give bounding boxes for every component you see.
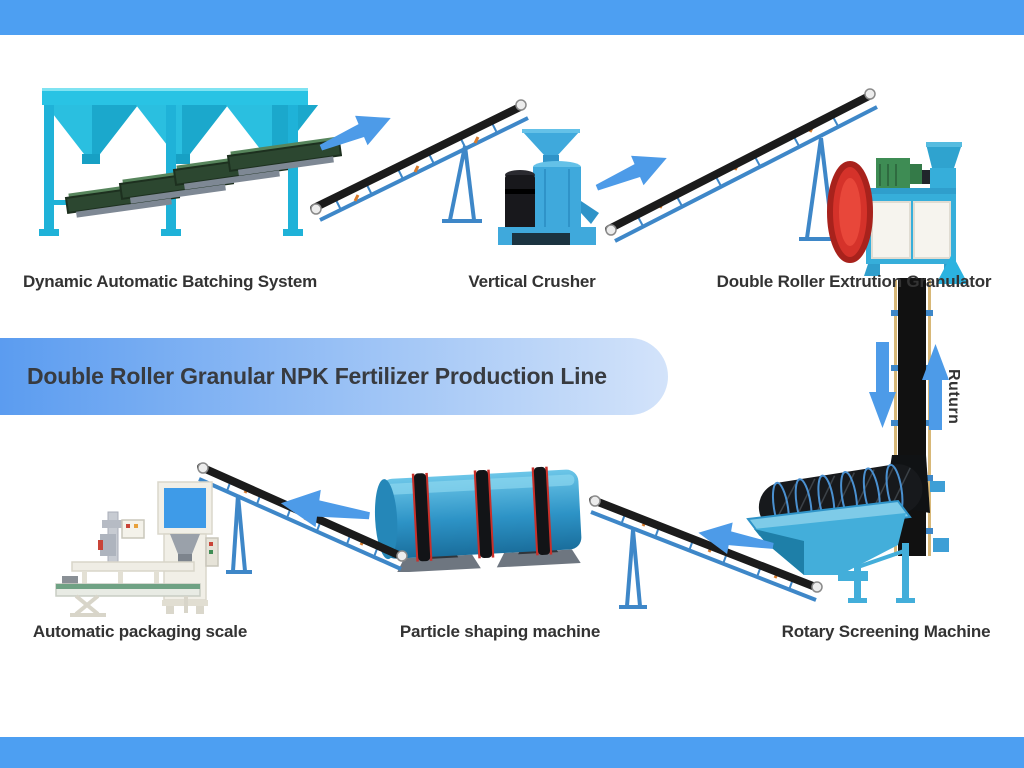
inclined-conveyor-1-illustration [310, 99, 529, 223]
label-batching-system: Dynamic Automatic Batching System [22, 272, 318, 291]
shaping-drum-illustration [374, 466, 582, 572]
batching-system-illustration [39, 88, 342, 236]
label-vertical-crusher: Vertical Crusher [468, 272, 596, 291]
flow-arrow-3-icon [280, 489, 370, 528]
label-shaping-machine: Particle shaping machine [399, 622, 601, 641]
return-flow-arrows-icon [869, 342, 949, 430]
inclined-conveyor-4-illustration [589, 495, 823, 609]
label-rotary-screen: Rotary Screening Machine [781, 622, 991, 641]
flow-arrow-2-icon [595, 155, 667, 191]
flow-arrow-4-icon [698, 522, 774, 555]
page-title: Double Roller Granular NPK Fertilizer Pr… [27, 363, 607, 389]
vertical-crusher-illustration [498, 129, 599, 245]
label-granulator: Double Roller Extrution Granulator [716, 272, 992, 291]
return-label: Ruturn [945, 369, 962, 425]
inclined-conveyor-2-illustration [605, 88, 878, 243]
inclined-conveyor-3-illustration [197, 462, 408, 574]
packaging-scale-illustration [55, 481, 219, 617]
flow-arrow-1-icon [319, 115, 391, 151]
batching-belt [226, 136, 342, 176]
rotary-screen-illustration [746, 455, 945, 603]
label-packaging-scale: Automatic packaging scale [32, 622, 248, 641]
return-up-arrow-icon [936, 254, 968, 284]
title-banner: Double Roller Granular NPK Fertilizer Pr… [0, 338, 668, 415]
top-accent-bar [0, 0, 1024, 35]
bottom-accent-bar [0, 737, 1024, 768]
